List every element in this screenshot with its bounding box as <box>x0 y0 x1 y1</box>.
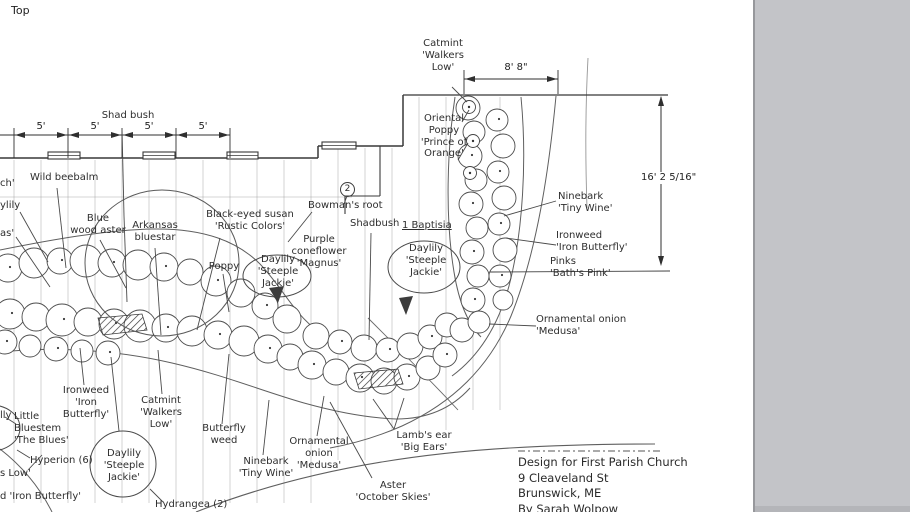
plant-label-shad-bush-top: Shad bush <box>101 110 155 121</box>
dimension-label-bed-height: 16' 2 5/16" <box>639 172 715 184</box>
right-panel-bottom-strip <box>755 506 910 512</box>
plant-label-pinks: Pinks 'Bath's Pink' <box>550 256 611 279</box>
dimension-label-5ft-1: 5' <box>36 121 46 132</box>
title-block-line-2: 9 Cleaveland St <box>518 470 609 485</box>
plant-label-daylily-bottom: Daylily 'Steeple Jackie' <box>103 448 145 483</box>
dimension-label-building-width: 8' 8" <box>504 62 528 73</box>
viewport-label: Top <box>11 4 30 17</box>
dimension-label-5ft-3: 5' <box>144 121 154 132</box>
plant-label-blue-wood-aster: Blue wood aster <box>70 213 126 236</box>
dimension-label-5ft-4: 5' <box>198 121 208 132</box>
plant-label-purple-coneflower: Purple coneflower 'Magnus' <box>291 234 347 269</box>
partial-label-part-slow: s Low' <box>0 468 31 479</box>
plant-label-poppy: Poppy <box>208 261 240 272</box>
plan-sketch <box>0 57 671 512</box>
plant-label-shadbush-mid: Shadbush <box>350 218 400 229</box>
bed-layer <box>0 57 656 512</box>
plant-label-arkansas-bluestar: Arkansas bluestar <box>132 220 178 243</box>
plant-label-ironweed-lower: Ironweed 'Iron Butterfly' <box>62 385 110 420</box>
plant-label-aster-october: Aster 'October Skies' <box>355 480 431 503</box>
plant-label-catmint-lower: Catmint 'Walkers Low' <box>140 395 182 430</box>
plant-label-ornamental-onion-lower: Ornamental onion 'Medusa' <box>289 436 349 471</box>
plant-label-lambs-ear: Lamb's ear 'Big Ears' <box>396 430 452 453</box>
partial-label-part-lly: lly <box>0 410 12 421</box>
dimension-label-5ft-2: 5' <box>90 121 100 132</box>
plant-label-bowmans-root: Bowman's root <box>308 200 383 211</box>
plant-label-ninebark-upper: Ninebark 'Tiny Wine' <box>558 191 613 214</box>
partial-label-part-as: as' <box>0 228 15 239</box>
plant-label-ninebark-lower: Ninebark 'Tiny Wine' <box>238 456 294 479</box>
plant-label-daylily-mid-left: Daylily 'Steeple Jackie' <box>257 254 299 289</box>
plant-label-catmint-top: Catmint 'Walkers Low' <box>422 38 464 73</box>
plant-label-hydrangea: Hydrangea (2) <box>155 499 228 510</box>
plant-label-ironweed-upper: Ironweed 'Iron Butterfly' <box>556 230 628 253</box>
plant-label-wild-beebalm: Wild beebalm <box>30 172 99 183</box>
plant-label-ornamental-onion-upper: Ornamental onion 'Medusa' <box>536 314 627 337</box>
title-block-line-4: By Sarah Wolpow <box>518 501 619 512</box>
structure-layer <box>0 94 668 214</box>
plant-label-baptisia: 1 Baptisia <box>402 220 452 231</box>
plant-label-hyperion: Hyperion (6) <box>30 455 93 466</box>
title-block: Design for First Parish Church 9 Cleavel… <box>518 455 718 512</box>
plant-label-black-eyed-susan: Black-eyed susan 'Rustic Colors' <box>206 209 294 232</box>
plant-label-butterfly-weed: Butterfly weed <box>202 423 246 446</box>
plant-label-little-bluestem: Little Bluestem 'The Blues' <box>14 411 69 446</box>
partial-label-part-ylily: ylily <box>0 200 21 211</box>
title-block-line-1: Design for First Parish Church <box>518 455 688 469</box>
title-block-line-3: Brunswick, ME <box>518 486 602 500</box>
partial-label-part-ironbutterfly: d 'Iron Butterfly' <box>0 491 82 502</box>
partial-label-part-ch: ch' <box>0 178 15 189</box>
circled-number-callout: 2 <box>340 182 355 197</box>
right-panel <box>753 0 910 512</box>
plant-label-oriental-poppy: Oriental Poppy 'Prince of Orange' <box>420 113 468 160</box>
dimension-layer <box>0 70 671 452</box>
leader-layer <box>4 86 557 503</box>
plant-label-daylily-mid-right: Daylily 'Steeple Jackie' <box>405 243 447 278</box>
